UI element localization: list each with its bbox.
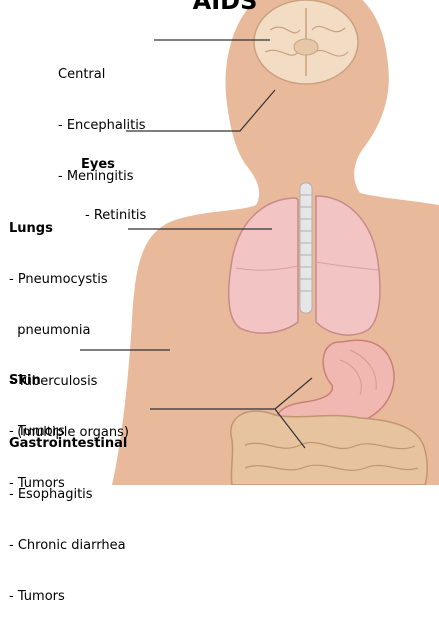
diagram-title: AIDS (150, 0, 300, 16)
group-item: pneumonia (9, 322, 129, 339)
group-heading: Central (58, 66, 146, 83)
group-item: - Chronic diarrhea (9, 537, 127, 554)
group-item: - Tumors (9, 588, 127, 605)
group-heading: Eyes (81, 156, 146, 173)
group-heading: Skin (9, 372, 65, 389)
trachea-illustration (300, 183, 312, 313)
group-heading: Lungs (9, 220, 129, 237)
group-item: - Esophagitis (9, 486, 127, 503)
group-item: - Pneumocystis (9, 271, 129, 288)
group-gastrointestinal: Gastrointestinal - Esophagitis - Chronic… (9, 401, 127, 622)
group-heading: Gastrointestinal (9, 435, 127, 452)
